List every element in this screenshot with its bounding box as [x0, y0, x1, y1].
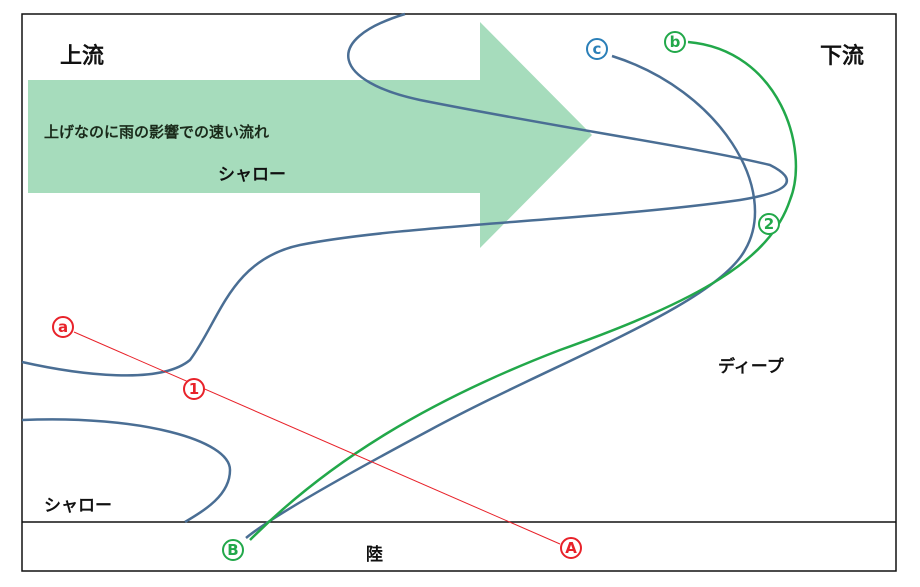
shallow-label-bottom: シャロー: [44, 496, 112, 516]
cast-line-b: [249, 40, 798, 541]
cast-line-a: [73, 331, 561, 545]
cast-line-c: [245, 54, 757, 539]
marker-B: B: [222, 539, 244, 561]
shallow-label-arrow: シャロー: [218, 165, 286, 185]
marker-b: b: [664, 31, 686, 53]
marker-c: c: [586, 38, 608, 60]
land-label: 陸: [366, 545, 383, 565]
marker-a: a: [52, 316, 74, 338]
upstream-label: 上流: [60, 44, 105, 69]
marker-2: 2: [758, 213, 780, 235]
deep-label: ディープ: [718, 357, 784, 377]
current-description: 上げなのに雨の影響での速い流れ: [44, 123, 270, 141]
downstream-label: 下流: [820, 44, 865, 69]
depth-contour-upper: [21, 12, 789, 377]
marker-A: A: [560, 537, 582, 559]
depth-contour-lower: [21, 418, 232, 524]
marker-1: 1: [183, 378, 205, 400]
current-arrow: [28, 22, 592, 248]
